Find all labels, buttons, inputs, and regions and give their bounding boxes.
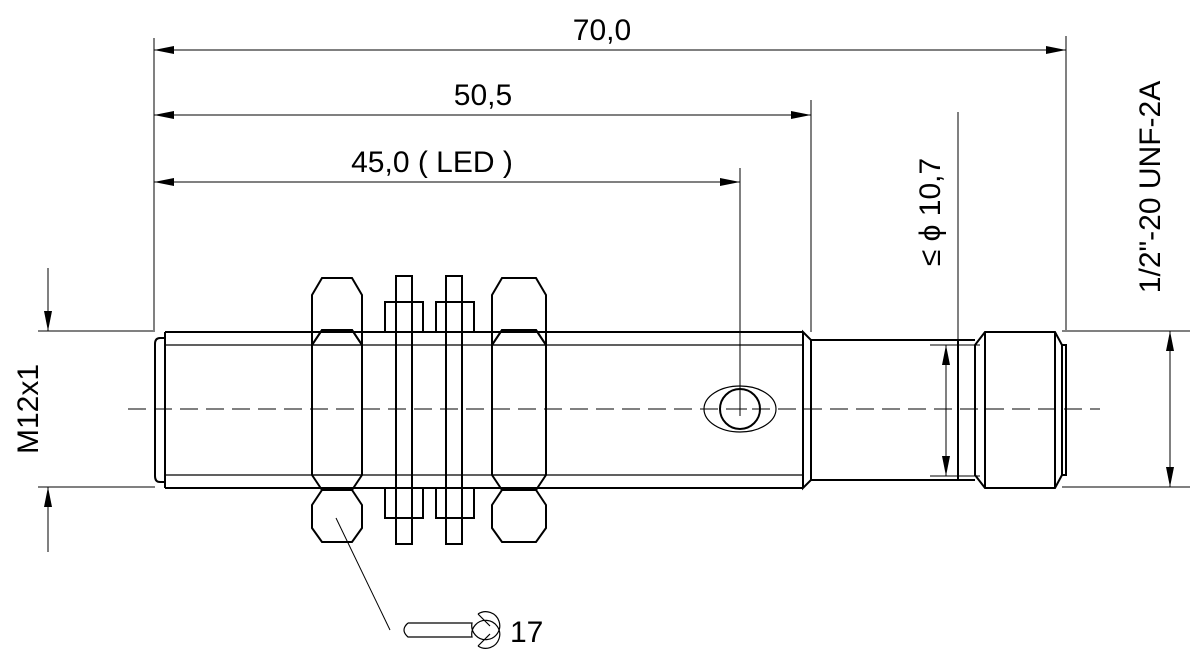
label-body-thread: M12x1 bbox=[12, 364, 45, 454]
dimension-body-thread: M12x1 bbox=[12, 268, 52, 552]
hex-nut-left bbox=[311, 277, 363, 543]
dimension-body-length: 50,5 bbox=[154, 79, 811, 119]
label-wrench-size: 17 bbox=[510, 616, 543, 649]
connector-neck bbox=[811, 339, 975, 481]
extension-lines bbox=[38, 36, 1190, 488]
wrench-icon bbox=[403, 611, 501, 649]
dimension-connector-thread: 1/2"-20 UNF-2A bbox=[1134, 81, 1174, 487]
label-body-length: 50,5 bbox=[454, 79, 512, 112]
dimension-total-length: 70,0 bbox=[154, 14, 1066, 54]
connector-thread bbox=[974, 331, 1067, 489]
washer-left bbox=[384, 275, 424, 545]
hex-nut-right bbox=[491, 277, 547, 543]
washer-right bbox=[435, 275, 475, 545]
label-total-length: 70,0 bbox=[573, 14, 631, 47]
label-connector-thread: 1/2"-20 UNF-2A bbox=[1134, 81, 1167, 293]
dimension-diameter: ≤ ϕ 10,7 bbox=[914, 158, 950, 476]
label-diameter: ≤ ϕ 10,7 bbox=[914, 158, 947, 266]
wrench-callout: 17 bbox=[335, 517, 543, 649]
threaded-body bbox=[154, 329, 812, 491]
label-led-position: 45,0 ( LED ) bbox=[351, 146, 513, 179]
dimension-led-position: 45,0 ( LED ) bbox=[154, 146, 740, 186]
